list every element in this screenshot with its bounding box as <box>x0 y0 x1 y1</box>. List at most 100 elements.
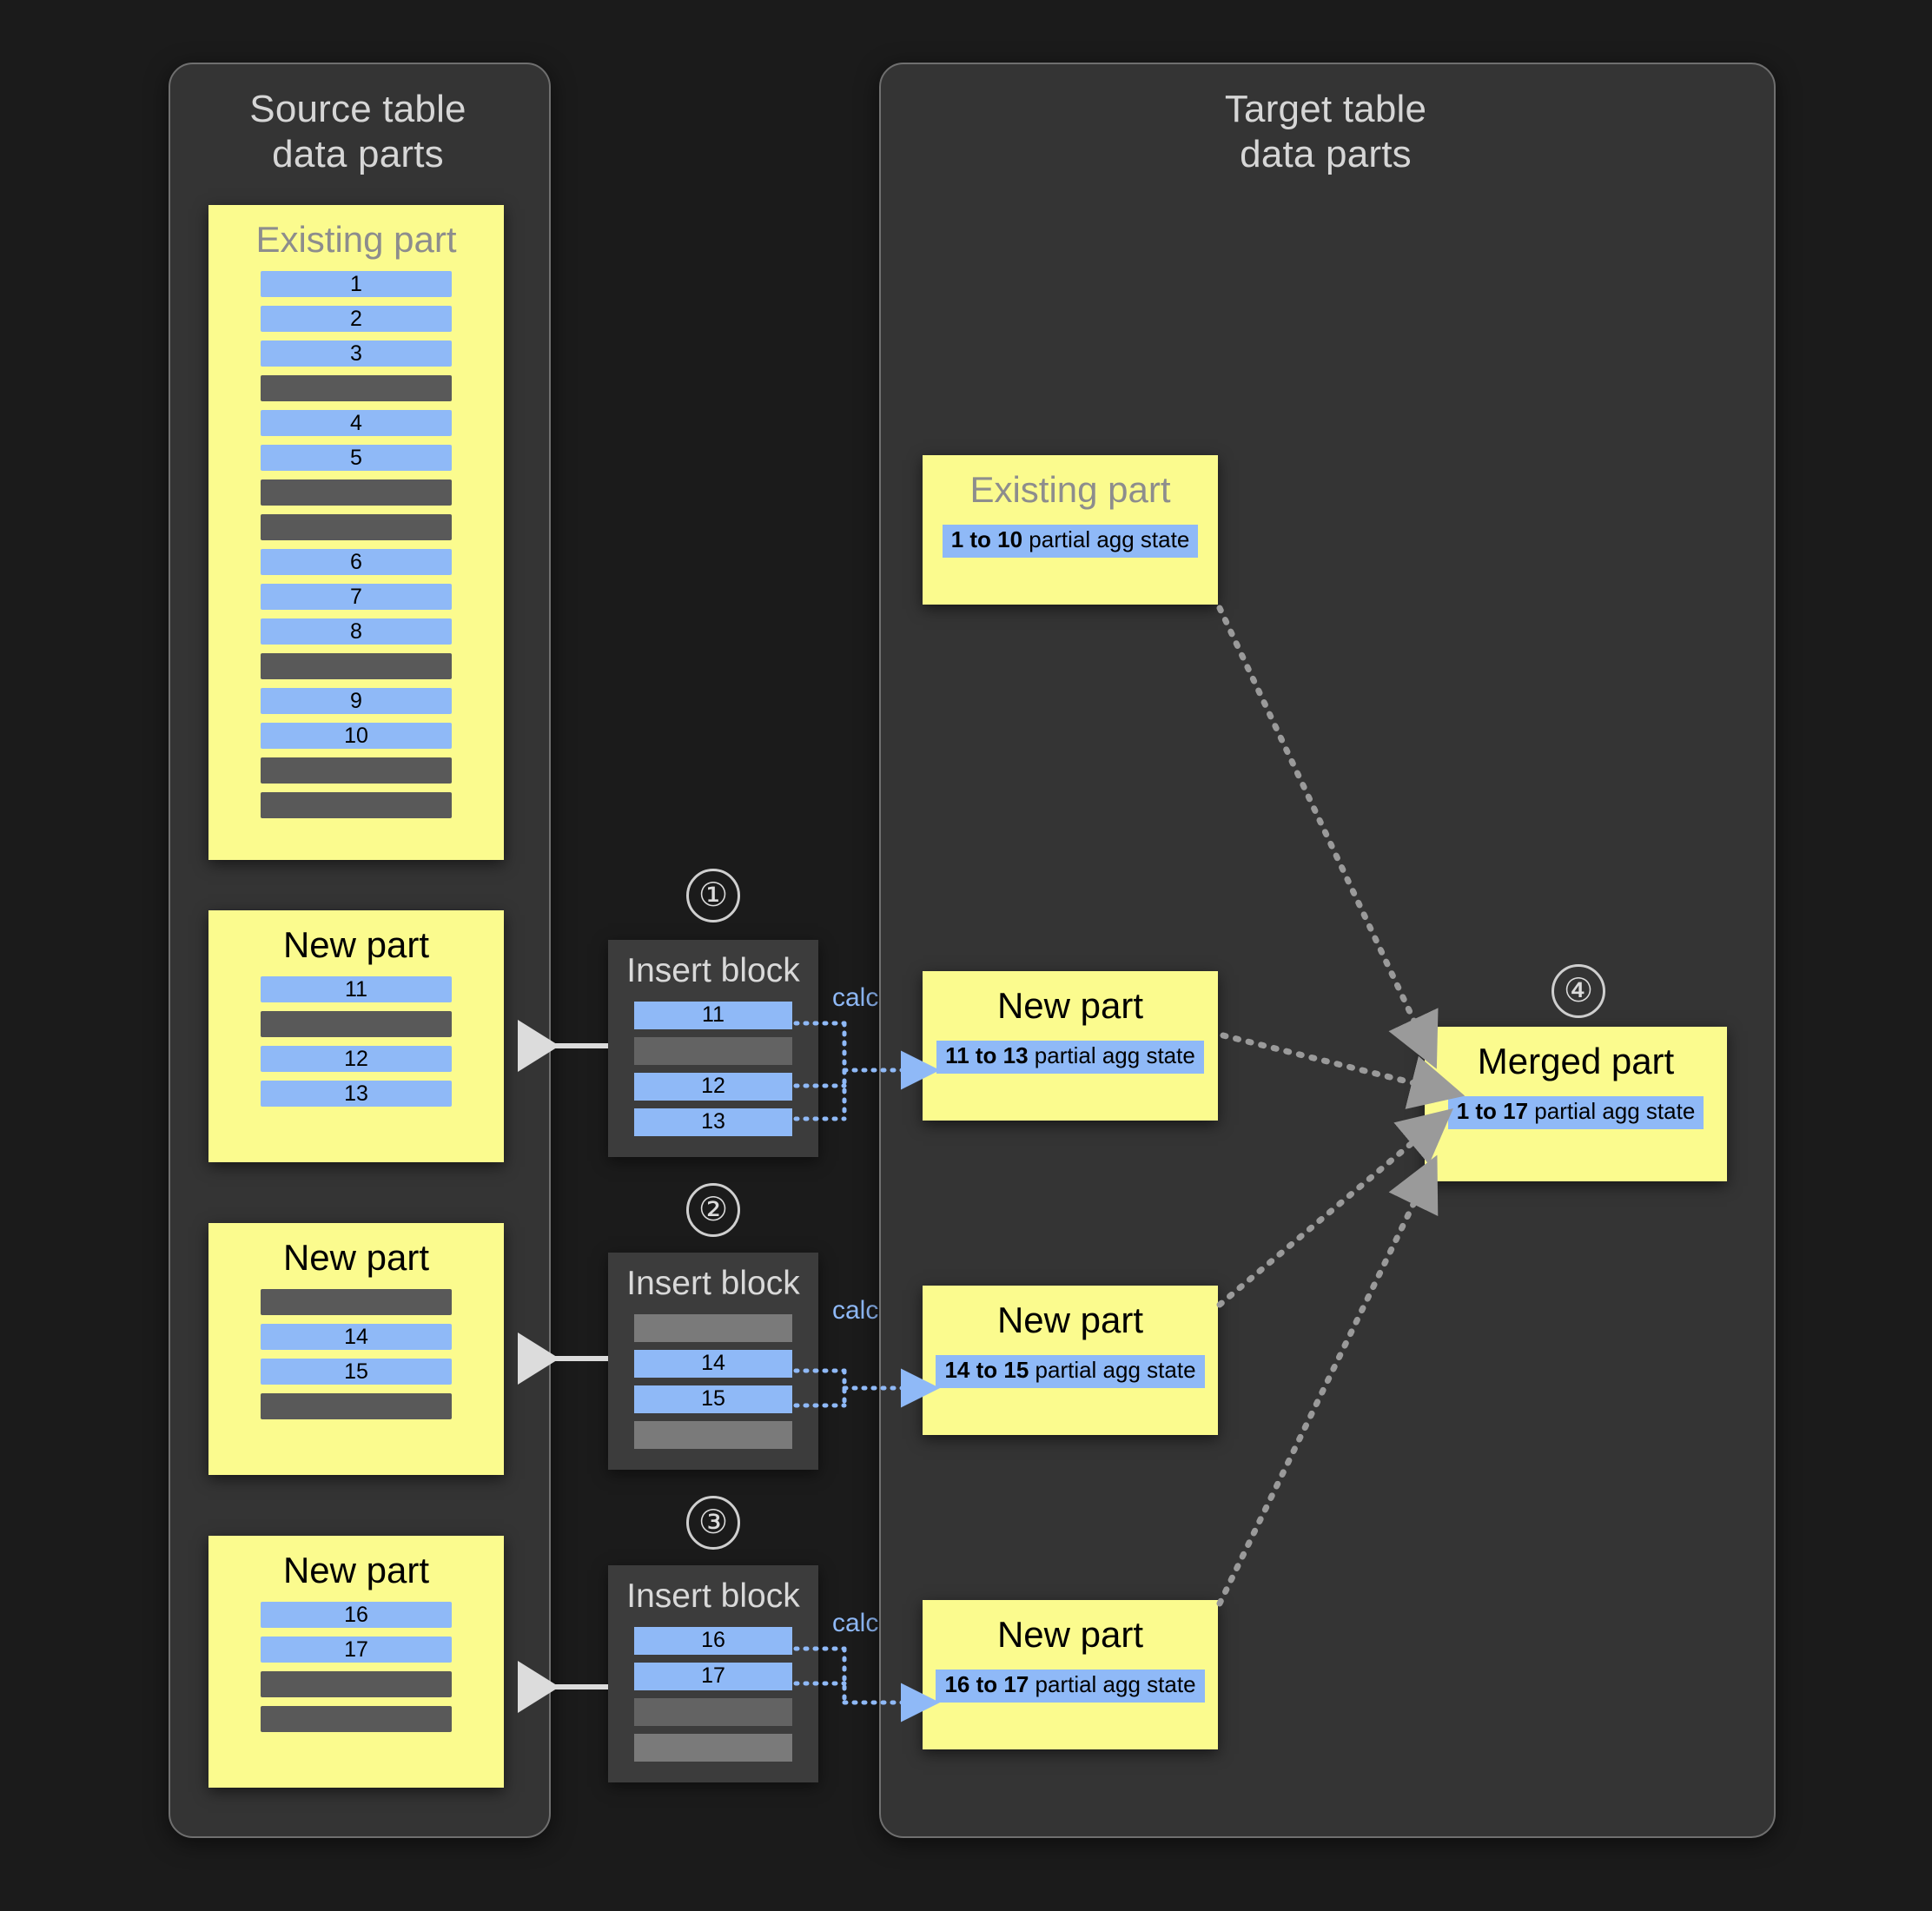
chip-suffix: partial agg state <box>1028 1042 1195 1069</box>
part-row <box>261 1011 452 1038</box>
part-row: 10 <box>261 723 452 750</box>
part-row <box>261 375 452 402</box>
insert-block-row: 13 <box>634 1108 792 1136</box>
part-row: 12 <box>261 1046 452 1073</box>
merged-part: Merged part 1 to 17 partial agg state <box>1425 1027 1727 1181</box>
insert-block-1: Insert block 11 12 13 <box>608 940 818 1157</box>
target-new-part-3-chip: 16 to 17 partial agg state <box>936 1670 1205 1703</box>
part-row: 1 <box>261 271 452 298</box>
part-row: 3 <box>261 341 452 367</box>
insert-block-row: 17 <box>634 1662 792 1690</box>
insert-block-row <box>634 1313 792 1342</box>
chip-suffix: partial agg state <box>1029 1671 1196 1698</box>
part-row <box>261 1393 452 1420</box>
step-badge-3: ③ <box>686 1496 740 1550</box>
part-row <box>261 792 452 819</box>
part-row: 5 <box>261 445 452 472</box>
insert-block-row <box>634 1036 792 1065</box>
target-new-part-3: New part 16 to 17 partial agg state <box>923 1600 1218 1749</box>
part-row <box>261 1289 452 1316</box>
chip-suffix: partial agg state <box>1528 1098 1696 1125</box>
target-new-part-1-chip-wrap: 11 to 13 partial agg state <box>923 1041 1218 1074</box>
part-row <box>261 514 452 541</box>
part-row: 13 <box>261 1081 452 1108</box>
part-row <box>261 1671 452 1698</box>
chip-range: 1 to 10 <box>950 526 1023 553</box>
part-row: 9 <box>261 688 452 715</box>
source-existing-part-title: Existing part <box>255 219 457 260</box>
source-existing-part-rows: 1 2 3 4 5 6 7 8 9 10 <box>208 259 504 839</box>
calc-label-2: calc <box>832 1296 879 1325</box>
target-new-part-2: New part 14 to 15 partial agg state <box>923 1286 1218 1435</box>
part-row: 11 <box>261 976 452 1003</box>
part-row: 6 <box>261 549 452 576</box>
source-existing-part: Existing part 1 2 3 4 5 6 7 8 9 10 <box>208 205 504 860</box>
target-existing-part-title: Existing part <box>969 469 1171 510</box>
merged-part-title: Merged part <box>1477 1041 1675 1081</box>
target-new-part-2-chip: 14 to 15 partial agg state <box>936 1355 1205 1388</box>
part-row: 7 <box>261 584 452 611</box>
target-existing-part-chip-wrap: 1 to 10 partial agg state <box>923 525 1218 558</box>
insert-block-3-title: Insert block <box>626 1577 800 1615</box>
part-row: 4 <box>261 410 452 437</box>
insert-block-row: 16 <box>634 1626 792 1655</box>
source-new-part-3-title: New part <box>282 1550 430 1590</box>
insert-block-row <box>634 1697 792 1726</box>
target-panel-title: Target table data parts <box>1224 88 1427 175</box>
target-new-part-1-title: New part <box>996 985 1144 1026</box>
target-new-part-1-chip: 11 to 13 partial agg state <box>936 1041 1204 1074</box>
source-new-part-2-title: New part <box>282 1237 430 1278</box>
part-row <box>261 479 452 506</box>
calc-label-3: calc <box>832 1609 879 1637</box>
chip-suffix: partial agg state <box>1029 1357 1196 1384</box>
part-row: 16 <box>261 1602 452 1629</box>
chip-suffix: partial agg state <box>1022 526 1190 553</box>
target-existing-part: Existing part 1 to 10 partial agg state <box>923 455 1218 605</box>
merged-part-chip-wrap: 1 to 17 partial agg state <box>1425 1096 1727 1129</box>
source-panel-title: Source table data parts <box>249 88 466 175</box>
part-row: 14 <box>261 1324 452 1351</box>
part-row <box>261 757 452 784</box>
target-existing-part-chip: 1 to 10 partial agg state <box>942 525 1199 558</box>
source-new-part-1: New part 11 12 13 <box>208 910 504 1162</box>
source-new-part-1-title: New part <box>282 924 430 965</box>
insert-block-1-title: Insert block <box>626 952 800 989</box>
step-badge-1: ① <box>686 869 740 922</box>
target-new-part-2-chip-wrap: 14 to 15 partial agg state <box>923 1355 1218 1388</box>
chip-range: 16 to 17 <box>944 1671 1029 1698</box>
insert-block-row <box>634 1420 792 1449</box>
step-badge-4: ④ <box>1552 964 1605 1018</box>
insert-block-1-rows: 11 12 13 <box>608 989 818 1136</box>
target-new-part-1: New part 11 to 13 partial agg state <box>923 971 1218 1121</box>
insert-block-row: 12 <box>634 1072 792 1101</box>
part-row <box>261 653 452 680</box>
part-row: 8 <box>261 618 452 645</box>
part-row: 15 <box>261 1359 452 1385</box>
target-table-panel <box>879 63 1776 1838</box>
calc-label-1: calc <box>832 983 879 1012</box>
part-row: 17 <box>261 1637 452 1663</box>
step-badge-2: ② <box>686 1183 740 1237</box>
part-row: 2 <box>261 306 452 333</box>
target-new-part-3-title: New part <box>996 1614 1144 1655</box>
merged-part-chip: 1 to 17 partial agg state <box>1447 1096 1704 1129</box>
insert-block-row: 11 <box>634 1001 792 1029</box>
target-new-part-3-chip-wrap: 16 to 17 partial agg state <box>923 1670 1218 1703</box>
part-row <box>261 1706 452 1733</box>
insert-block-row: 15 <box>634 1385 792 1413</box>
insert-block-row <box>634 1733 792 1762</box>
insert-block-row: 14 <box>634 1349 792 1378</box>
chip-range: 11 to 13 <box>945 1042 1029 1069</box>
chip-range: 14 to 15 <box>944 1357 1029 1384</box>
source-new-part-1-rows: 11 12 13 <box>208 964 504 1127</box>
insert-block-2-title: Insert block <box>626 1265 800 1302</box>
